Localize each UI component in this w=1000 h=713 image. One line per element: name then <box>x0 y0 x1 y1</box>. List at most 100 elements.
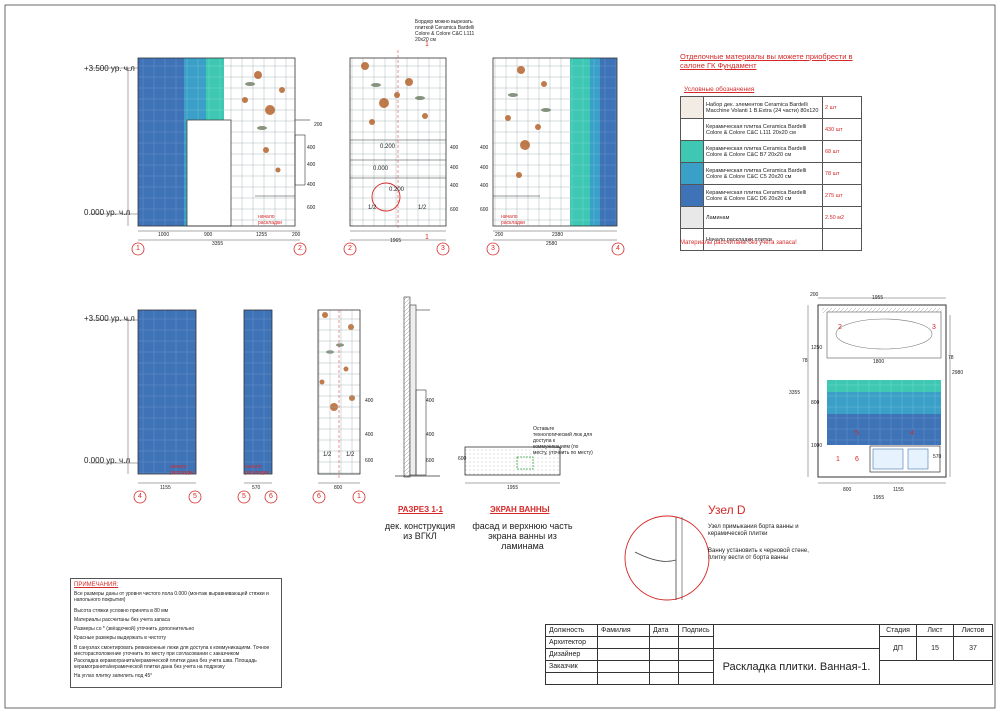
dim-text: 2380 <box>552 232 564 238</box>
dim-text: 570 <box>252 485 261 491</box>
axis-label: 1 <box>136 245 140 252</box>
dim-text: 400 <box>480 165 489 171</box>
plan-axis-label: 5 <box>855 430 859 437</box>
legend-desc: Керамическая плитка Ceramica Bardelli Co… <box>703 140 823 163</box>
axis-label: 6 <box>317 493 321 500</box>
notes-title: ПРИМЕЧАНИЯ: <box>74 582 119 588</box>
dim-text: 400 <box>307 145 316 151</box>
wall-elevation-2-3 <box>349 50 447 230</box>
bath-screen-drawing <box>464 446 561 476</box>
level-top-label: +3.500 ур. ч.л <box>84 64 135 73</box>
section-title: РАЗРЕЗ 1-1 <box>398 505 443 514</box>
axis-label: 4 <box>616 245 620 252</box>
dim-text: 3355 <box>212 241 224 247</box>
half-mark: 1/2 <box>346 452 355 458</box>
legend-qty: 2 шт <box>822 96 862 119</box>
plan-dim: 78 <box>802 358 808 364</box>
dim-text: 400 <box>450 165 459 171</box>
title-block: Должность Фамилия Дата Подпись Стадия Ли… <box>545 624 993 685</box>
legend-desc: Набор дек. элементов Ceramica Bardelli M… <box>703 96 823 119</box>
axis-label: 2 <box>348 245 352 252</box>
plan-dim: 570 <box>933 454 942 460</box>
half-mark: 1/2 <box>323 452 332 458</box>
legend-row: Начало раскладки плитки <box>680 228 862 251</box>
level-bottom-label-2: 0.000 ур. ч.л <box>84 456 131 465</box>
screen-title: ЭКРАН ВАННЫ <box>490 505 550 514</box>
dim-text: 1965 <box>390 238 402 244</box>
dimension-lines <box>90 67 951 484</box>
axis-label: 3 <box>491 245 495 252</box>
half-mark: 1/2 <box>368 205 377 211</box>
dim-text: 400 <box>480 183 489 189</box>
stamp-sheets: 37 <box>953 636 993 661</box>
dim-text: 400 <box>307 162 316 168</box>
stamp-role: Архитектор <box>545 636 598 649</box>
wall-elevation-4-5 <box>137 309 197 475</box>
half-mark: 1/2 <box>418 205 427 211</box>
level-mark: 0.200 <box>389 187 405 193</box>
start-tile-label: начало раскладки <box>170 464 194 476</box>
legend-note: Материалы рассчитаны без учета запаса! <box>680 240 797 246</box>
note-item: Все размеры даны от уровня чистого пола … <box>74 591 269 603</box>
section-1-1-drawing <box>395 296 440 478</box>
dim-text: 800 <box>334 485 343 491</box>
note-item: Размеры со * (звёздочкой) уточнить допол… <box>74 626 195 632</box>
plan-axis-label: 1 <box>836 456 840 463</box>
stamp-col: Дата <box>649 624 679 637</box>
legend-row: Набор дек. элементов Ceramica Bardelli M… <box>680 96 862 119</box>
note-item: На углах плитку запилить под 45° <box>74 673 153 679</box>
dim-text: 2580 <box>546 241 558 247</box>
wall-elevation-5-6 <box>243 309 273 475</box>
plan-dim: 3355 <box>789 390 801 396</box>
legend-row: Керамическая плитка Ceramica Bardelli Co… <box>680 162 862 185</box>
dim-text: 1955 <box>507 485 519 491</box>
stamp-stage: ДП <box>879 636 917 661</box>
plan-dim: 1800 <box>873 359 885 365</box>
dim-text: 400 <box>365 398 374 404</box>
plan-axis-label: 2 <box>838 324 842 331</box>
dim-text: 600 <box>307 205 316 211</box>
stamp-col: Должность <box>545 624 598 637</box>
dim-text: 200 <box>292 232 301 238</box>
dim-text: 200 <box>495 232 504 238</box>
legend-qty: 78 шт <box>822 162 862 185</box>
start-tile-label: начало раскладки <box>501 214 525 226</box>
dim-text: 1155 <box>160 485 171 491</box>
plan-dim: 1955 <box>872 295 884 301</box>
dim-text: 1000 <box>158 232 170 238</box>
legend-row: Керамическая плитка Ceramica Bardelli Co… <box>680 140 862 163</box>
start-tile-label: начало раскладки <box>245 464 269 476</box>
wall-elevation-6-1 <box>317 309 361 478</box>
legend-row: Керамическая плитка Ceramica Bardelli Co… <box>680 184 862 207</box>
legend-desc: Керамическая плитка Ceramica Bardelli Co… <box>703 118 823 141</box>
legend-qty: 430 шт <box>822 118 862 141</box>
dim-text: 1255 <box>256 232 268 238</box>
stamp-sheet: 15 <box>916 636 954 661</box>
dim-text: 600 <box>365 458 374 464</box>
section-mark: 1 <box>425 234 429 241</box>
level-mark: 0.200 <box>380 144 396 150</box>
node-text-1: Узел примыкания борта ванны и керамическ… <box>708 524 799 537</box>
shop-note: Отделочные материалы вы можете приобрест… <box>680 52 853 70</box>
legend-title: Условные обозначения <box>684 86 755 93</box>
plan-axis-label: 3 <box>932 324 936 331</box>
note-item: Красные размеры выдержать в чистоту <box>74 635 167 641</box>
note-item: Высота стяжки условно принята в 80 мм <box>74 608 169 614</box>
wall-elevation-3-4 <box>492 57 618 227</box>
dim-text: 600 <box>458 456 467 462</box>
dim-text: 400 <box>307 182 316 188</box>
start-tile-label: начало раскладки <box>258 214 282 226</box>
stamp-col: Подпись <box>678 624 714 637</box>
dim-text: 400 <box>480 145 489 151</box>
dim-text: 400 <box>450 145 459 151</box>
note-item: Материалы рассчитаны без учета запаса <box>74 617 170 623</box>
level-top-label-2: +3.500 ур. ч.л <box>84 314 135 323</box>
stamp-role: Заказчик <box>545 660 598 673</box>
legend-qty: 275 шт <box>822 184 862 207</box>
plan-dim: 800 <box>843 487 852 493</box>
plan-dim: 1000 <box>811 443 823 449</box>
wall-elevation-1-2 <box>137 57 310 227</box>
plan-dim: 78 <box>948 355 954 361</box>
dim-text: 600 <box>426 458 435 464</box>
section-caption: дек. конструкция из ВГКЛ <box>384 521 456 541</box>
